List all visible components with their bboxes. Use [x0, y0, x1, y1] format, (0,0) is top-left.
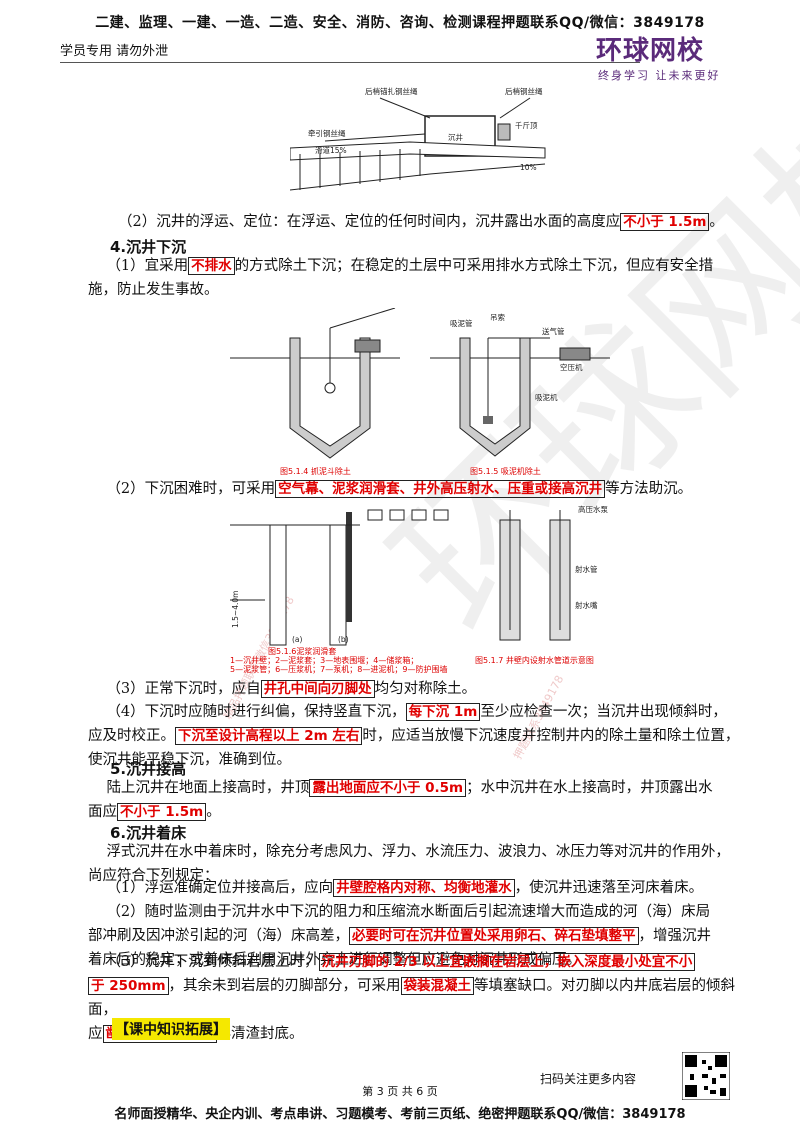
grab-bucket-icon: [324, 382, 336, 394]
logo-slogan: 终身学习 让未来更好: [598, 69, 721, 82]
caption-mud-sleeve: 图5.1.6泥浆润滑套: [268, 646, 336, 656]
para-sinking-2: （2）下沉困难时，可采用空气幕、泥浆润滑套、井外高压射水、压重或接高沉井等方法助…: [106, 480, 693, 498]
para-extension: 陆上沉井在地面上接高时，井顶露出地面应不小于 0.5m；水中沉井在水上接高时，井…: [88, 779, 713, 821]
figure-caisson-slideway: 后梢锚扎钢丝绳 后梢钢丝绳 沉井 千斤顶 牵引钢丝绳 滑道15% 10%: [290, 86, 546, 191]
para-bedding-intro: 浮式沉井在水中着床时，除充分考虑风力、浮力、水流压力、波浪力、冰压力等对沉井的作…: [88, 844, 730, 884]
crane-icon: [354, 339, 381, 353]
mud-sleeve: [346, 512, 352, 622]
label-caisson: 沉井: [448, 132, 463, 142]
label-compressor: 空压机: [560, 362, 583, 372]
suction-head-icon: [483, 416, 493, 424]
label-slideway: 滑道15%: [315, 145, 347, 155]
caption-jet-pipes: 图5.1.7 井壁内设射水管道示意图: [475, 655, 594, 665]
knowledge-tag: 【课中知识拓展】: [112, 1018, 230, 1040]
para-bedding-3: （3）沉井下沉到倾斜岩层上时，沉井刃脚的 2/3 以上宜嵌搁在岩层上，嵌入深度最…: [88, 953, 736, 1043]
caisson-right: [459, 337, 531, 457]
highlight-text: 沉井刃脚的 2/3 以上宜嵌搁在岩层上，嵌入深度最小处宜不小: [318, 953, 696, 971]
para-bedding-1: （1）浮运准确定位并接高后，应向井壁腔格内对称、均衡地灌水，使沉井迅速落至河床着…: [106, 879, 704, 897]
highlight-text: 必要时可在沉井位置处采用卵石、碎石垫填整平: [349, 927, 639, 945]
header-divider: [60, 62, 640, 63]
highlight-text: 井壁腔格内对称、均衡地灌水: [333, 879, 515, 897]
highlight-text: 于 250mm: [88, 977, 169, 995]
brand-logo: 环球网校 终身学习 让未来更好: [596, 30, 746, 82]
sub-label-a: (a): [292, 635, 303, 644]
highlight-text: 每下沉 1m: [405, 703, 481, 721]
header-banner: 二建、监理、一建、一造、二造、安全、消防、咨询、检测课程押题联系QQ/微信：38…: [95, 15, 705, 31]
jack-icon: [497, 123, 511, 141]
highlight-text: 不小于 1.5m: [620, 213, 710, 231]
dim-label: 1.5~4.0m: [231, 591, 240, 628]
para-sinking-1: （1）宜采用不排水的方式除土下沉；在稳定的土层中可采用排水方式除土下沉，但应有安…: [88, 257, 714, 298]
highlight-text: 露出地面应不小于 0.5m: [309, 779, 467, 797]
qr-code-icon[interactable]: [682, 1052, 730, 1100]
heading-extension: 5.沉井接高: [110, 760, 187, 778]
caption-legend-2: 5—泥浆管；6—压浆机；7—泵机；8—进泥机；9—防护围墙: [230, 664, 447, 674]
label-pull-rope: 牵引钢丝绳: [308, 128, 346, 138]
label-jack: 千斤顶: [515, 120, 538, 130]
label-suction-machine: 吸泥机: [535, 392, 558, 402]
compressor-icon: [559, 347, 591, 361]
label-rear-anchor-left: 后梢锚扎钢丝绳: [365, 86, 418, 96]
label-pump: 高压水泵: [578, 504, 608, 514]
para-float-position: （2）沉井的浮运、定位：在浮运、定位的任何时间内，沉井露出水面的高度应不小于 1…: [118, 213, 724, 231]
caisson-wall-left: [269, 524, 287, 646]
highlight-text: 井孔中间向刃脚处: [260, 680, 375, 698]
caption-suction: 图5.1.5 吸泥机除土: [470, 466, 541, 476]
label-slope: 10%: [520, 163, 537, 172]
logo-title: 环球网校: [596, 36, 705, 66]
heading-bedding: 6.沉井着床: [110, 824, 187, 842]
heading-sinking: 4.沉井下沉: [110, 238, 187, 256]
footer-banner: 名师面授精华、央企内训、考点串讲、习题模考、考前三页纸、绝密押题联系QQ/微信：…: [114, 1107, 686, 1122]
label-hanging-cable: 吊索: [490, 312, 505, 322]
highlight-text: 不排水: [188, 257, 235, 275]
highlight-text: 袋装混凝土: [400, 977, 475, 995]
highlight-text: 不小于 1.5m: [117, 803, 207, 821]
para-bedding-2: （2）随时监测由于沉井水中下沉的阻力和压缩流水断面后引起流速增大而造成的河（海）…: [88, 904, 711, 968]
scan-note: 扫码关注更多内容: [540, 1072, 637, 1086]
caption-legend-1: 1—沉井壁；2—泥浆套；3—地表围堰；4—储浆箱；: [230, 655, 418, 665]
figure-excavation: 吸泥管 吊索 送气管 空压机 吸泥机 图5.1.4 抓泥斗除土 图5.1.5 吸…: [230, 308, 610, 476]
caisson-wall-right: [329, 524, 347, 646]
para-sinking-3: （3）正常下沉时，应自井孔中间向刃脚处均匀对称除土。: [106, 680, 477, 698]
figure-assist-sinking: 1.5~4.0m (a) (b) 高压水泵 射水管 射水嘴 图5.1.6泥浆润滑…: [230, 504, 608, 674]
header-note: 学员专用 请勿外泄: [60, 44, 169, 59]
highlight-text: 空气幕、泥浆润滑套、井外高压射水、压重或接高沉井: [275, 480, 606, 498]
label-nozzle: 射水嘴: [575, 600, 598, 610]
label-air-pipe: 送气管: [542, 326, 565, 336]
label-water-pipe: 射水管: [575, 564, 598, 574]
caption-grab: 图5.1.4 抓泥斗除土: [280, 466, 351, 476]
label-suction-pipe: 吸泥管: [450, 318, 473, 328]
sub-label-b: (b): [338, 635, 349, 644]
page-number: 第 3 页 共 6 页: [362, 1085, 438, 1098]
highlight-text: 下沉至设计高程以上 2m 左右: [175, 727, 363, 745]
label-rear-anchor-right: 后梢钢丝绳: [505, 86, 543, 96]
